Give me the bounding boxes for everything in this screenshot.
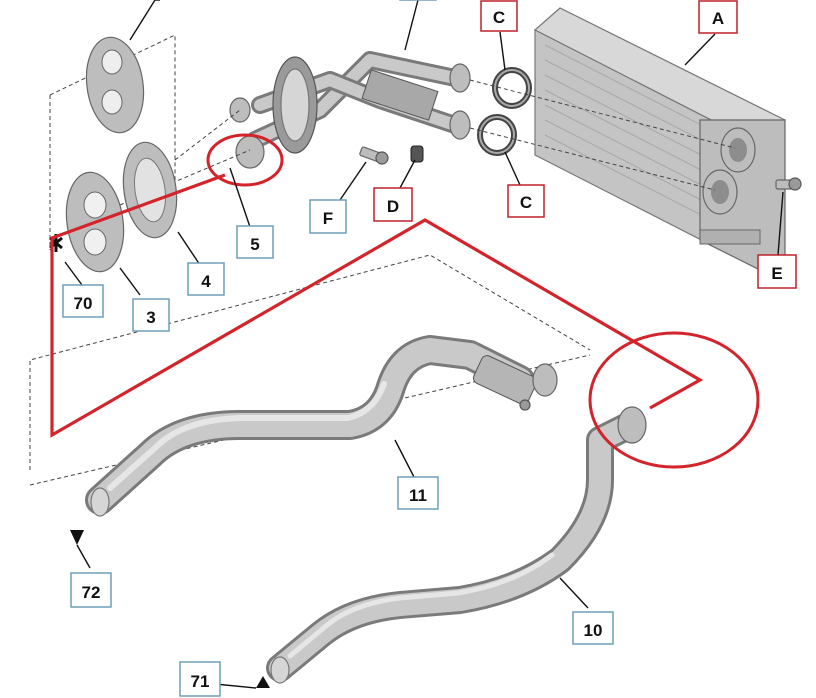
assembly-dash-outline-upper — [49, 34, 176, 250]
svg-text:11: 11 — [409, 486, 427, 505]
callout-a: A — [698, 0, 738, 34]
callout-c-bottom: C — [507, 184, 545, 218]
svg-text:C: C — [520, 193, 532, 212]
svg-text:10: 10 — [584, 621, 603, 640]
svg-text:3: 3 — [146, 308, 155, 327]
clip-d — [410, 145, 424, 163]
seal-4 — [122, 141, 178, 239]
heater-pipe-assembly — [229, 51, 471, 169]
callout-c-top: C — [480, 0, 518, 32]
svg-text:A: A — [712, 9, 724, 28]
callout-e: E — [757, 254, 797, 289]
svg-text:F: F — [323, 209, 333, 228]
leader-lines — [64, 0, 784, 609]
callout-5: 5 — [236, 225, 274, 259]
o-ring-lower — [477, 114, 517, 156]
screw-e — [775, 177, 802, 191]
hose-11 — [85, 335, 558, 517]
callout-71: 71 — [179, 661, 221, 697]
svg-text:72: 72 — [82, 583, 101, 602]
grommet-top — [85, 36, 145, 134]
arrow-71-icon — [214, 676, 270, 689]
screw-f — [359, 146, 389, 165]
callout-d: D — [373, 187, 413, 222]
red-circle-hose-end — [588, 331, 760, 469]
hose-10 — [266, 406, 647, 684]
callout-f: F — [309, 199, 347, 234]
callout-3: 3 — [132, 298, 170, 332]
callout-10: 10 — [572, 611, 614, 645]
arrow-72-icon — [70, 530, 91, 569]
callout-11: 11 — [397, 476, 439, 510]
svg-text:E: E — [771, 264, 782, 283]
callout-70: 70 — [62, 284, 104, 318]
o-ring-upper — [492, 67, 532, 109]
red-highlight-path — [50, 173, 704, 438]
callout-72: 72 — [70, 572, 112, 608]
heater-core — [533, 7, 787, 271]
svg-text:70: 70 — [74, 294, 93, 313]
svg-text:C: C — [493, 8, 505, 27]
svg-text:4: 4 — [201, 272, 211, 291]
callout-4: 4 — [187, 262, 225, 296]
red-circle-part-5 — [206, 133, 284, 187]
svg-text:71: 71 — [191, 672, 210, 691]
svg-text:5: 5 — [250, 235, 259, 254]
svg-text:D: D — [387, 197, 399, 216]
